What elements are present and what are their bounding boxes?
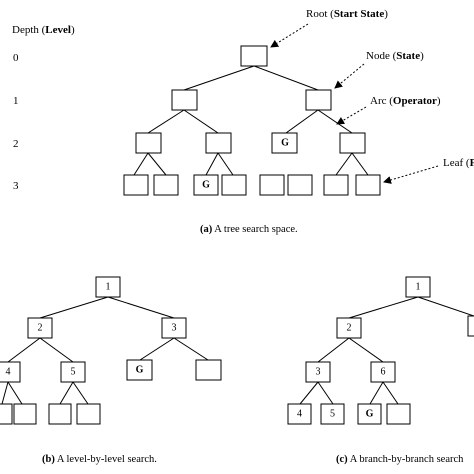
goal-label: G — [136, 365, 144, 376]
node-order-label: 5 — [71, 367, 76, 378]
node-order-label: 4 — [6, 367, 11, 378]
root-annotation: Root (Start State) — [306, 8, 388, 20]
leaf-node — [386, 403, 411, 425]
depth-level-1: 1 — [13, 95, 19, 107]
search-node — [0, 361, 21, 383]
leaf-node — [287, 174, 313, 196]
search-node — [305, 361, 331, 383]
tree-node — [205, 132, 232, 154]
leaf-node — [123, 174, 149, 196]
leaf-node — [355, 174, 381, 196]
caption-c: (c) A branch-by-branch search — [336, 454, 464, 465]
node-order-label: 2 — [347, 323, 352, 334]
node-order-label: 1 — [106, 282, 111, 293]
tree-b-edges — [1, 296, 209, 405]
goal-node — [126, 359, 153, 381]
search-node — [95, 276, 121, 298]
leaf-node — [259, 174, 285, 196]
search-node — [405, 276, 431, 298]
depth-level-2: 2 — [13, 138, 19, 150]
goal-node — [357, 403, 382, 425]
root-node — [240, 45, 268, 67]
leaf-annotation: Leaf (F — [443, 157, 474, 169]
search-node — [370, 361, 396, 383]
node-order-label: 4 — [297, 409, 302, 420]
node-order-label: 6 — [381, 367, 386, 378]
caption-a: (a) A tree search space. — [200, 224, 298, 235]
leaf-node — [48, 403, 72, 425]
leaf-node — [221, 174, 247, 196]
tree-node — [171, 89, 198, 111]
node-order-label: 1 — [416, 282, 421, 293]
leaf-node — [76, 403, 101, 425]
leaf-node — [13, 403, 37, 425]
root-arrow — [270, 23, 309, 48]
leaf-node — [0, 403, 13, 425]
node-order-label: 5 — [330, 409, 335, 420]
tree-a-edges — [133, 65, 369, 176]
node-annotation: Node (State) — [366, 50, 424, 62]
branch-by-branch-search: 1 2 3 6 4 5 G (c) A branch-by-branch sea… — [287, 276, 474, 465]
search-node — [60, 361, 86, 383]
tree-node — [305, 89, 332, 111]
node-order-label: 3 — [316, 367, 321, 378]
depth-level-3: 3 — [13, 180, 19, 192]
search-node — [336, 317, 362, 339]
level-by-level-search: 1 2 3 4 5 G (b) A level-by-level search. — [0, 276, 222, 465]
goal-label: G — [366, 409, 374, 420]
leaf-node — [153, 174, 179, 196]
depth-axis-title: Depth (Level) — [12, 24, 75, 36]
search-node — [287, 403, 312, 425]
leaf-arrow — [383, 165, 439, 184]
goal-label: G — [281, 138, 289, 149]
search-node — [320, 403, 345, 425]
goal-label: G — [202, 180, 210, 191]
leaf-node — [323, 174, 349, 196]
search-node — [161, 317, 187, 339]
node-order-label: 2 — [38, 323, 43, 334]
arc-arrow — [336, 106, 367, 125]
search-node — [27, 317, 53, 339]
node-arrow — [334, 63, 365, 89]
search-node — [467, 315, 474, 337]
goal-leaf-node — [193, 174, 219, 196]
goal-node — [271, 132, 298, 154]
search-node — [195, 359, 222, 381]
depth-level-0: 0 — [13, 52, 19, 64]
tree-c-edges — [299, 296, 474, 405]
tree-search-space: Depth (Level) 0 1 2 3 G — [12, 8, 474, 235]
node-order-label: 3 — [172, 323, 177, 334]
arc-annotation: Arc (Operator) — [370, 95, 441, 107]
tree-node — [339, 132, 366, 154]
caption-b: (b) A level-by-level search. — [42, 454, 157, 465]
tree-node — [135, 132, 162, 154]
